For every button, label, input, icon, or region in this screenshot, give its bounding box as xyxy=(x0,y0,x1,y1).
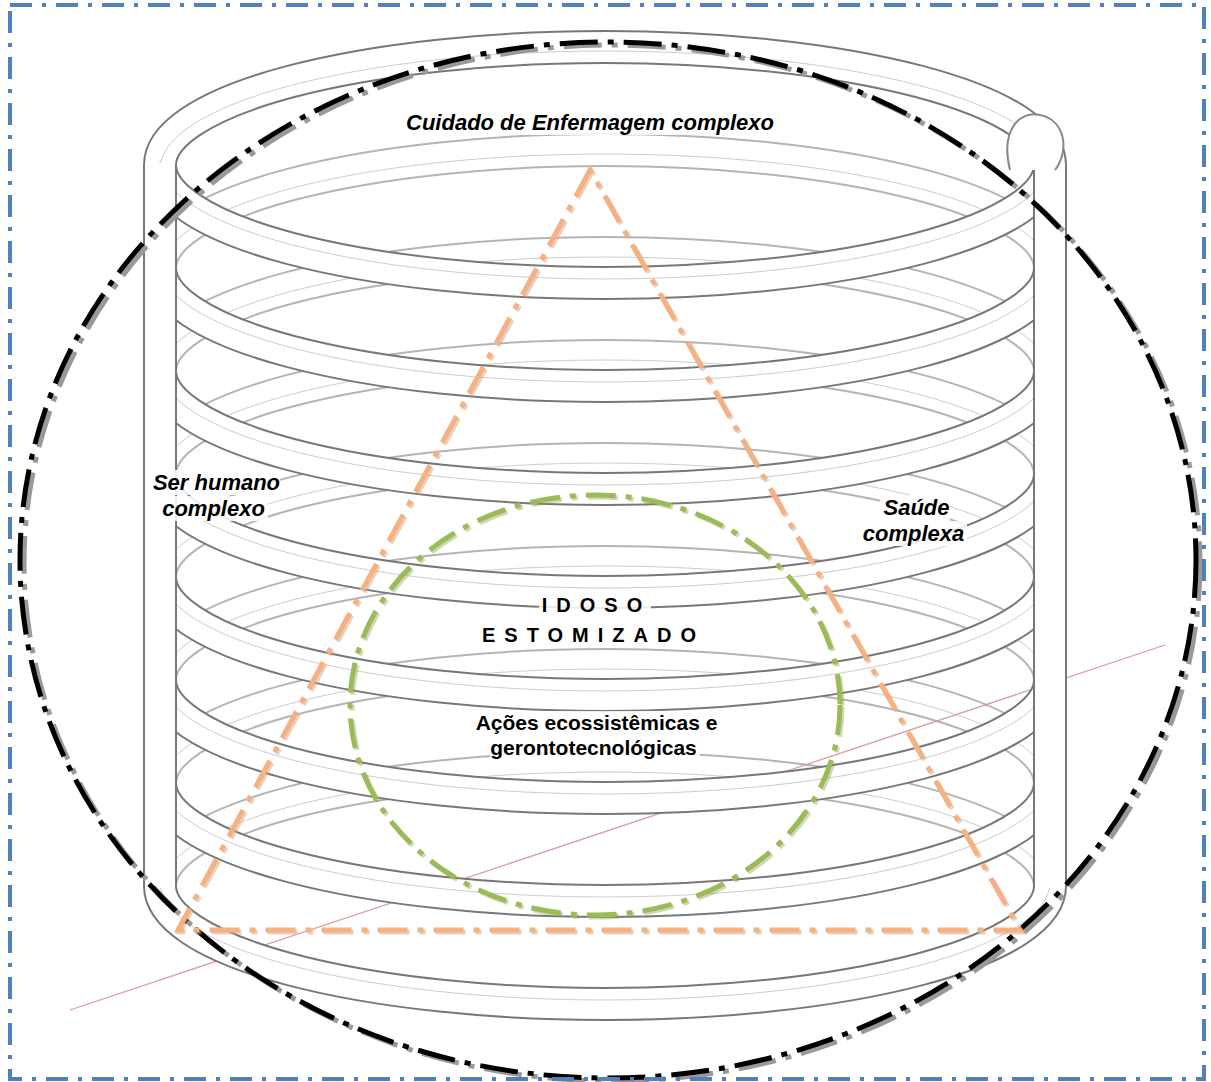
triangle-outline xyxy=(150,170,1030,930)
vertex-label: Saúde complexa xyxy=(840,495,990,548)
vertex-label: Cuidado de Enfermagem complexo xyxy=(290,110,890,136)
outer-circle xyxy=(20,42,1196,1078)
coil-back xyxy=(160,47,1050,890)
center-text: Ações ecossistêmicas e gerontotecnológic… xyxy=(395,710,795,760)
vertex-label: Ser humano complexo xyxy=(105,470,325,523)
coil-front xyxy=(160,161,1050,1004)
triangle-node: Cuidado de Enfermagem complexoSer humano… xyxy=(150,170,1030,930)
ellipse-outline xyxy=(350,495,840,915)
ellipse-node: IDOSO ESTOMIZADO Ações ecossistêmicas e g… xyxy=(350,495,840,915)
coil-end xyxy=(1007,114,1063,170)
center-title: IDOSO ESTOMIZADO xyxy=(475,590,715,650)
frame xyxy=(10,5,1204,1079)
